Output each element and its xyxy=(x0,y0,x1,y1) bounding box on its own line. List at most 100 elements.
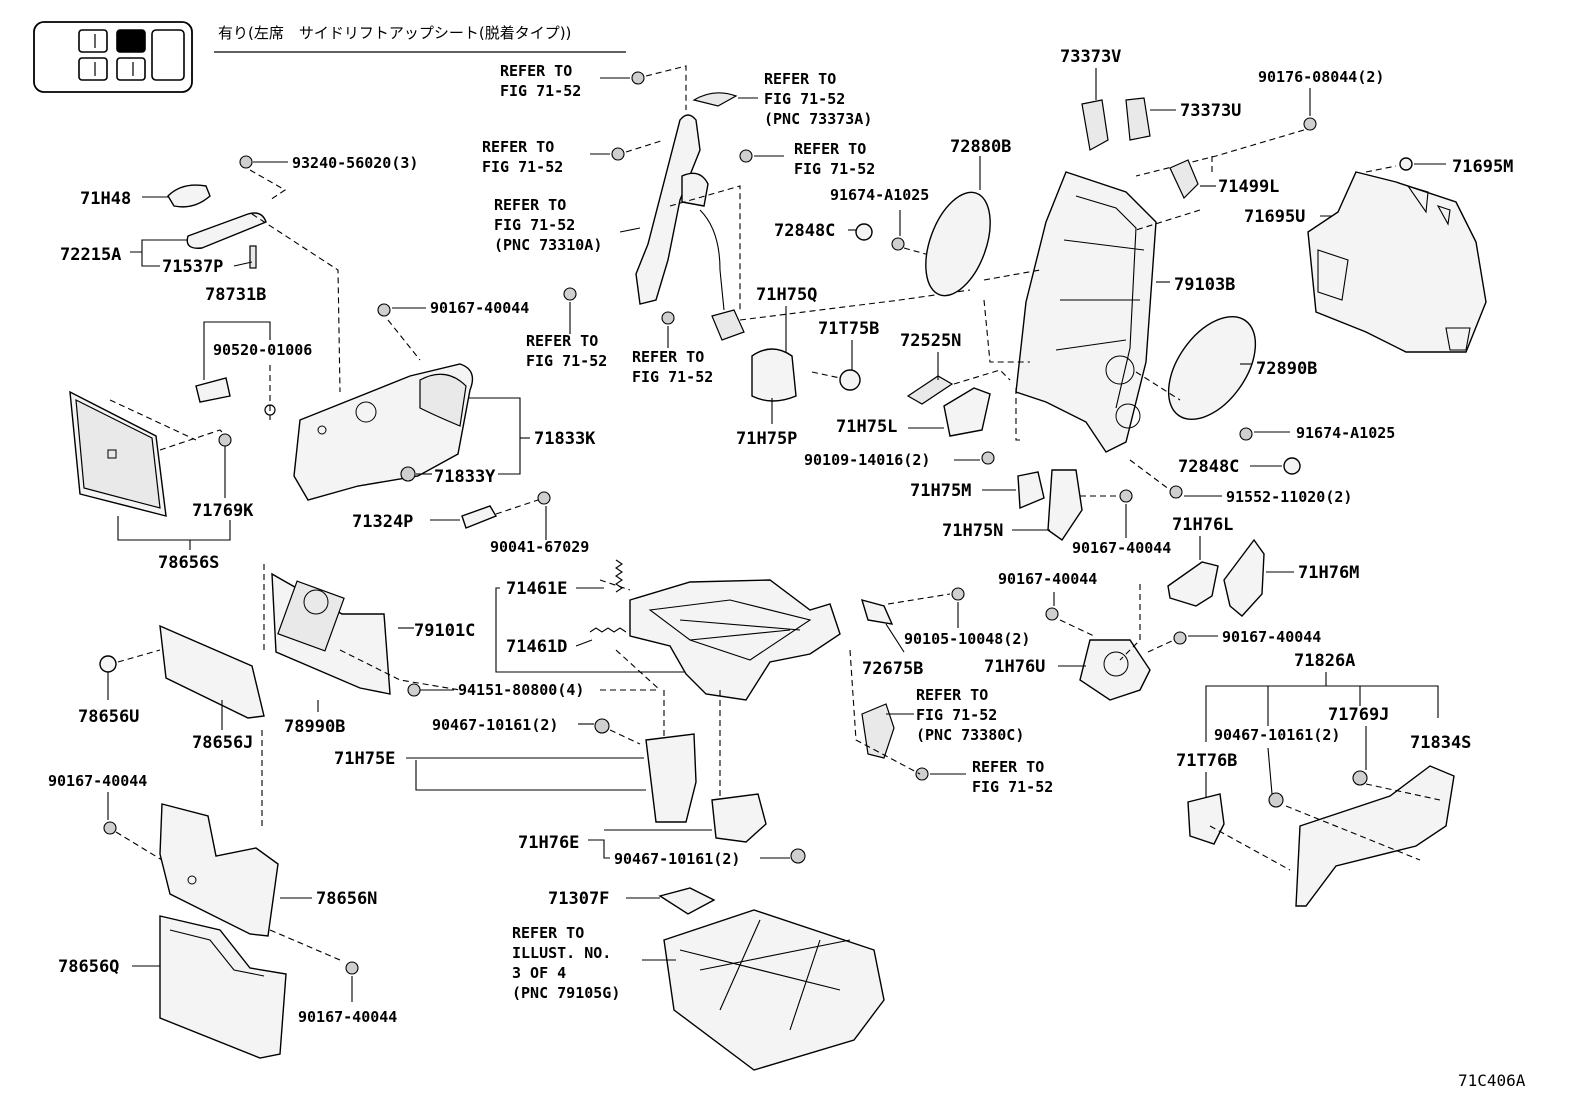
cap-71T75B xyxy=(839,369,861,391)
label-90167-c: 90167-40044 xyxy=(298,1008,397,1026)
label-71324P: 71324P xyxy=(352,512,413,532)
cover-78656Q xyxy=(159,915,287,1059)
clip-71769J xyxy=(1352,770,1368,786)
svg-text:REFER TO: REFER TO xyxy=(916,686,988,704)
pin-71537P xyxy=(249,245,257,269)
cover-71H75N xyxy=(1047,469,1083,541)
svg-text:FIG 71-52: FIG 71-52 xyxy=(764,90,845,108)
clip-71H75P xyxy=(751,348,797,402)
clip-71499L xyxy=(1169,159,1199,200)
screw-91674-a xyxy=(891,237,905,251)
cover-78656N xyxy=(159,803,279,937)
board-71695U xyxy=(1307,171,1487,353)
ref-block-7: REFER TO FIG 71-52 xyxy=(632,348,713,386)
label-71T76B: 71T76B xyxy=(1176,751,1237,771)
clip-90467-b xyxy=(790,848,806,864)
bolt-90105 xyxy=(951,587,965,601)
label-90167-b: 90167-40044 xyxy=(48,772,147,790)
diagram-code: 71C406A xyxy=(1458,1071,1526,1090)
cover-71H75L xyxy=(943,387,991,437)
label-90105: 90105-10048(2) xyxy=(904,630,1030,648)
label-71461D: 71461D xyxy=(506,637,567,657)
clip-90176 xyxy=(1303,117,1317,131)
svg-text:FIG 71-52: FIG 71-52 xyxy=(526,352,607,370)
label-71833Y: 71833Y xyxy=(434,467,496,487)
cover-71834S xyxy=(1295,765,1455,907)
bracket-72525N xyxy=(906,375,954,405)
clip-90467-c xyxy=(1268,792,1284,808)
label-71695M: 71695M xyxy=(1452,157,1513,177)
svg-text:(PNC 79105G): (PNC 79105G) xyxy=(512,984,620,1002)
label-71H75M: 71H75M xyxy=(910,481,971,501)
label-72675B: 72675B xyxy=(862,659,923,679)
label-78656N: 78656N xyxy=(316,889,377,909)
label-71H75L: 71H75L xyxy=(836,417,897,437)
screw-91674-b xyxy=(1239,427,1253,441)
label-90041: 90041-67029 xyxy=(490,538,589,556)
label-78656J: 78656J xyxy=(192,733,253,753)
label-71H76M: 71H76M xyxy=(1298,563,1359,583)
label-73373U: 73373U xyxy=(1180,101,1241,121)
label-90467-a: 90467-10161(2) xyxy=(432,716,558,734)
svg-text:REFER TO: REFER TO xyxy=(764,70,836,88)
label-71833K: 71833K xyxy=(534,429,596,449)
label-91552: 91552-11020(2) xyxy=(1226,488,1352,506)
handle-72215A xyxy=(186,212,267,249)
label-71H48: 71H48 xyxy=(80,189,131,209)
ref-block-4: REFER TO FIG 71-52 xyxy=(794,140,875,178)
bolt-90167-a xyxy=(377,303,391,317)
screw-93240 xyxy=(239,155,253,169)
label-93240: 93240-56020(3) xyxy=(292,154,418,172)
label-90467-c: 90467-10161(2) xyxy=(1214,726,1340,744)
pad-72890B xyxy=(1167,315,1257,421)
bracket-72675B xyxy=(860,598,894,625)
label-72848C-a: 72848C xyxy=(774,221,835,241)
svg-text:ILLUST. NO.: ILLUST. NO. xyxy=(512,944,611,962)
ref-block-3: REFER TO FIG 71-52 xyxy=(482,138,563,176)
cap-72848C-a xyxy=(855,223,873,241)
label-72890B: 72890B xyxy=(1256,359,1317,379)
ref-block-1: REFER TO FIG 71-52 xyxy=(500,62,581,100)
label-71826A: 71826A xyxy=(1294,651,1355,671)
cap-72848C-b xyxy=(1283,457,1301,475)
bolt-90167-c xyxy=(345,961,359,975)
bolt-90167-f xyxy=(1173,631,1187,645)
label-72525N: 72525N xyxy=(900,331,961,351)
cover-ref-73373A xyxy=(692,92,738,107)
seat-cushion-frame xyxy=(629,579,841,701)
svg-text:REFER TO: REFER TO xyxy=(794,140,866,158)
ref-block-10: REFER TO ILLUST. NO. 3 OF 4 (PNC 79105G) xyxy=(512,924,620,1002)
label-90176: 90176-08044(2) xyxy=(1258,68,1384,86)
label-71T75B: 71T75B xyxy=(818,319,879,339)
belt-buckle xyxy=(711,309,745,341)
svg-text:FIG 71-52: FIG 71-52 xyxy=(794,160,875,178)
label-72215A: 72215A xyxy=(60,245,121,265)
ref-block-2: REFER TO FIG 71-52 (PNC 73373A) xyxy=(764,70,872,128)
label-71H76U: 71H76U xyxy=(984,657,1045,677)
ref-block-9: REFER TO FIG 71-52 xyxy=(972,758,1053,796)
bolt-94151 xyxy=(407,683,421,697)
label-90109: 90109-14016(2) xyxy=(804,451,930,469)
cover-71H76U xyxy=(1079,639,1151,701)
seatback-frame-79103B xyxy=(1015,171,1157,453)
anchor-73380C xyxy=(861,703,895,759)
svg-text:FIG 71-52: FIG 71-52 xyxy=(494,216,575,234)
label-71H76L: 71H76L xyxy=(1172,515,1233,535)
label-90167-f: 90167-40044 xyxy=(1222,628,1321,646)
svg-text:REFER TO: REFER TO xyxy=(512,924,584,942)
belt-retractor xyxy=(681,172,709,207)
svg-text:FIG 71-52: FIG 71-52 xyxy=(632,368,713,386)
svg-text:(PNC 73380C): (PNC 73380C) xyxy=(916,726,1024,744)
label-90167-a: 90167-40044 xyxy=(430,299,529,317)
label-71834S: 71834S xyxy=(1410,733,1471,753)
bracket-71324P xyxy=(461,505,498,529)
label-91674-b: 91674-A1025 xyxy=(1296,424,1395,442)
label-90467-b: 90467-10161(2) xyxy=(614,850,740,868)
clip-73373U xyxy=(1125,97,1151,141)
label-71H75E: 71H75E xyxy=(334,749,395,769)
svg-text:3 OF 4: 3 OF 4 xyxy=(512,964,566,982)
label-71537P: 71537P xyxy=(162,257,223,277)
bolt-ref-4 xyxy=(739,149,753,163)
svg-text:REFER TO: REFER TO xyxy=(632,348,704,366)
svg-text:FIG 71-52: FIG 71-52 xyxy=(916,706,997,724)
